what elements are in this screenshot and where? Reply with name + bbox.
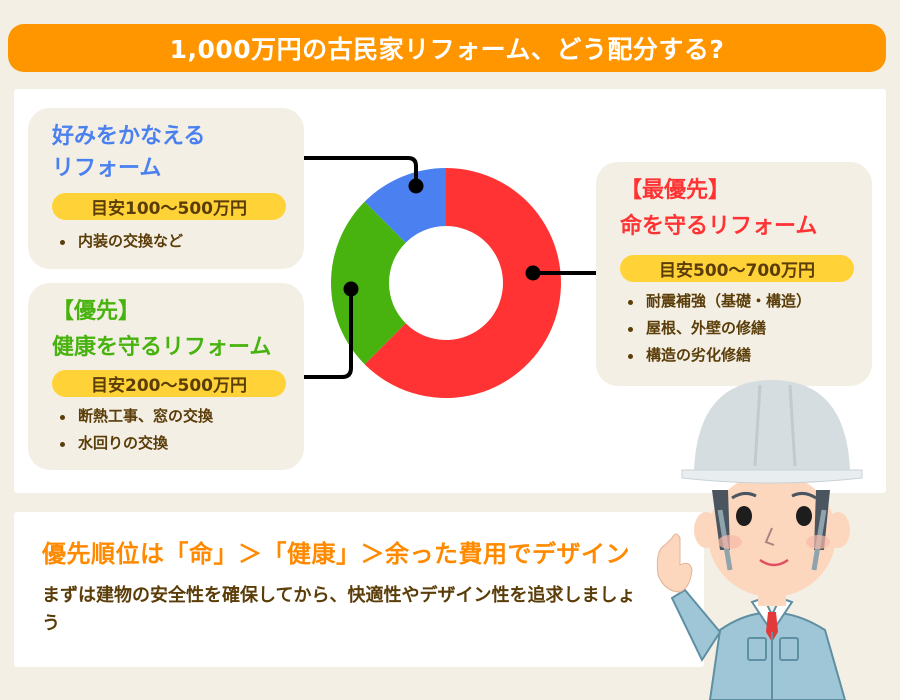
page-title-text: 1,000万円の古民家リフォーム、どう配分する? [169, 35, 725, 64]
bullet-item: 屋根、外壁の修繕 [626, 315, 811, 342]
page-title: 1,000万円の古民家リフォーム、どう配分する? [8, 24, 886, 72]
budget-badge: 目安100〜500万円 [52, 193, 286, 220]
connector-line-health [304, 289, 353, 379]
bullet-list: 耐震補強（基礎・構造） 屋根、外壁の修繕 構造の劣化修繕 [626, 288, 811, 369]
connector-line-preference [304, 156, 418, 186]
budget-badge: 目安200〜500万円 [52, 370, 286, 397]
donut-segment-life [364, 168, 561, 399]
card-health-reform: 【優先】 健康を守るリフォーム 目安200〜500万円 断熱工事、窓の交換 水回… [28, 283, 304, 470]
card-title-line1: 好みをかなえる [52, 124, 206, 149]
donut-segment-preference [364, 168, 446, 243]
bullet-item: 水回りの交換 [58, 430, 213, 457]
connector-dot-life [525, 265, 541, 281]
card-preference-reform: 好みをかなえる リフォーム 目安100〜500万円 内装の交換など [28, 108, 304, 269]
bullet-item: 断熱工事、窓の交換 [58, 403, 213, 430]
card-title-line1: 【最優先】 [620, 178, 731, 203]
budget-badge: 目安500〜700万円 [620, 255, 854, 282]
bullet-list: 内装の交換など [58, 228, 183, 255]
bullet-item: 構造の劣化修繕 [626, 342, 811, 369]
summary-title: 優先順位は「命」＞「健康」＞余った費用でデザイン [42, 540, 630, 568]
card-life-reform: 【最優先】 命を守るリフォーム 目安500〜700万円 耐震補強（基礎・構造） … [596, 162, 872, 386]
card-title-line2: 命を守るリフォーム [620, 214, 818, 239]
card-title-line2: リフォーム [52, 156, 162, 181]
bullet-item: 耐震補強（基礎・構造） [626, 288, 811, 315]
summary-panel: 優先順位は「命」＞「健康」＞余った費用でデザイン まずは建物の安全性を確保してか… [14, 512, 704, 667]
summary-text: まずは建物の安全性を確保してから、快適性やデザイン性を追求しましょう [42, 585, 636, 634]
connector-dot-preference [408, 178, 424, 194]
worker-character-illustration [656, 380, 863, 700]
bullet-list: 断熱工事、窓の交換 水回りの交換 [58, 403, 213, 457]
card-title-line2: 健康を守るリフォーム [52, 335, 272, 360]
card-title-line1: 【優先】 [52, 299, 141, 324]
bullet-item: 内装の交換など [58, 228, 183, 255]
connector-dot-health [343, 281, 359, 297]
